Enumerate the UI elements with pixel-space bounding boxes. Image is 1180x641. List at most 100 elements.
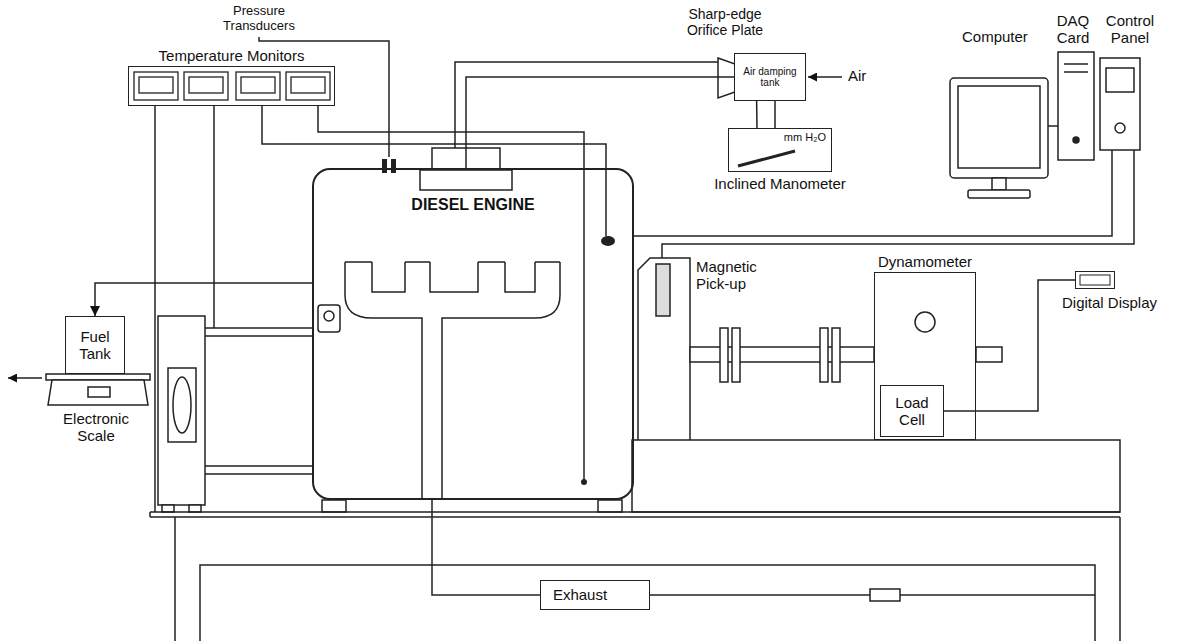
drive-shaft [690, 328, 1002, 382]
electronic-scale [88, 387, 110, 397]
magnetic-pickup [638, 258, 690, 440]
thermocouple-wire [583, 168, 585, 480]
part-label: Control Panel [1098, 12, 1162, 47]
exhaust-manifold [372, 262, 535, 292]
radiator [205, 328, 312, 474]
radiator [168, 368, 196, 442]
signal-wire [634, 150, 1112, 236]
temperature-monitor [241, 77, 275, 93]
engine-block: DIESEL ENGINE [312, 168, 634, 500]
fuel-return-arrow [8, 377, 42, 379]
temperature-sensor [601, 236, 615, 246]
exhaust-box: Exhaust [540, 580, 650, 610]
daq-card [1073, 137, 1079, 143]
thermocouple-wire [154, 106, 156, 512]
node-label: Fuel Tank [70, 328, 120, 363]
thermocouple-wire [155, 106, 606, 512]
drive-shaft [976, 347, 1002, 362]
control-panel [1100, 58, 1140, 150]
test-bench [200, 565, 1095, 641]
intake-manifold [420, 170, 512, 190]
test-bench [632, 440, 1120, 512]
inclined-manometer: mm H₂OInclined Manometer [728, 128, 832, 172]
part-label: Computer [962, 28, 1028, 45]
thermocouple-wire [605, 168, 607, 236]
temperature-monitor [139, 77, 173, 93]
intake-pipe [455, 62, 718, 148]
load-cell: Load Cell [880, 385, 944, 437]
temperature-monitor [134, 72, 330, 100]
digital-display: Digital Display [1075, 271, 1115, 289]
control-panel [1100, 58, 1140, 150]
daq-card [1058, 52, 1094, 160]
temperature-monitor [184, 72, 228, 100]
drive-shaft [832, 328, 840, 382]
temperature-sensor [581, 479, 587, 485]
exhaust-line [870, 589, 900, 601]
drive-shaft [820, 328, 828, 382]
drive-shaft [690, 347, 874, 362]
engine-accessory [318, 305, 622, 512]
radiator [162, 505, 174, 512]
connector-line [944, 280, 1075, 411]
dynamometer-detail [915, 312, 935, 332]
engine-accessory [598, 500, 622, 512]
part-label: Sharp-edge Orifice Plate [670, 6, 780, 38]
node-heading: Inclined Manometer [714, 175, 846, 192]
node-label: Load Cell [884, 394, 940, 429]
part-label: DAQ Card [1050, 12, 1096, 47]
intake-pipe [455, 62, 718, 148]
pressure-transducer [382, 159, 387, 173]
exhaust-line [612, 589, 1095, 601]
air-inlet-arrow [808, 76, 842, 78]
part-label: Pressure Transducers [212, 4, 306, 34]
connector-line [756, 101, 758, 128]
node-heading: Digital Display [1062, 294, 1157, 311]
signal-wire [662, 150, 1134, 262]
part-label: Air [848, 67, 866, 84]
exhaust-manifold [345, 262, 560, 498]
temperature-monitor [189, 77, 223, 93]
electronic-scale [48, 380, 148, 405]
node-label: DIESEL ENGINE [411, 196, 534, 214]
radiator [158, 316, 205, 505]
pressure-transducer [382, 159, 396, 173]
temperature-monitor [286, 72, 330, 100]
digital-display-screen [1080, 275, 1110, 285]
computer [958, 86, 1040, 168]
engine-accessory [318, 305, 340, 332]
drive-shaft [720, 328, 728, 382]
electronic-scale [46, 374, 150, 405]
node-heading: Dynamometer [878, 253, 972, 270]
node-heading: Temperature Monitors [159, 47, 305, 64]
connector-line [262, 106, 606, 168]
exhaust-manifold [345, 261, 560, 263]
daq-card [1064, 64, 1088, 72]
exhaust-manifold [345, 262, 560, 498]
temperature-monitor [236, 72, 280, 100]
manometer-tube [774, 101, 776, 128]
connector-line [432, 500, 540, 595]
electronic-scale [46, 374, 150, 380]
orifice-plate [718, 58, 735, 98]
magnetic-pickup [638, 258, 690, 440]
temperature-monitor [291, 77, 325, 93]
connector-line [466, 77, 734, 168]
connector-line [318, 106, 584, 168]
drive-shaft [732, 328, 740, 382]
temperature-monitor [134, 72, 178, 100]
orifice-plate [718, 58, 735, 98]
control-panel [1106, 68, 1134, 92]
daq-card [1058, 52, 1094, 160]
computer [950, 78, 1048, 198]
computer [992, 178, 1006, 190]
manometer-tube [738, 151, 795, 166]
part-label: Electronic Scale [46, 410, 146, 445]
test-bench [175, 517, 1120, 641]
connector-line [95, 283, 312, 316]
radiator [173, 377, 191, 433]
monitor-panel: Temperature Monitors [128, 66, 335, 106]
